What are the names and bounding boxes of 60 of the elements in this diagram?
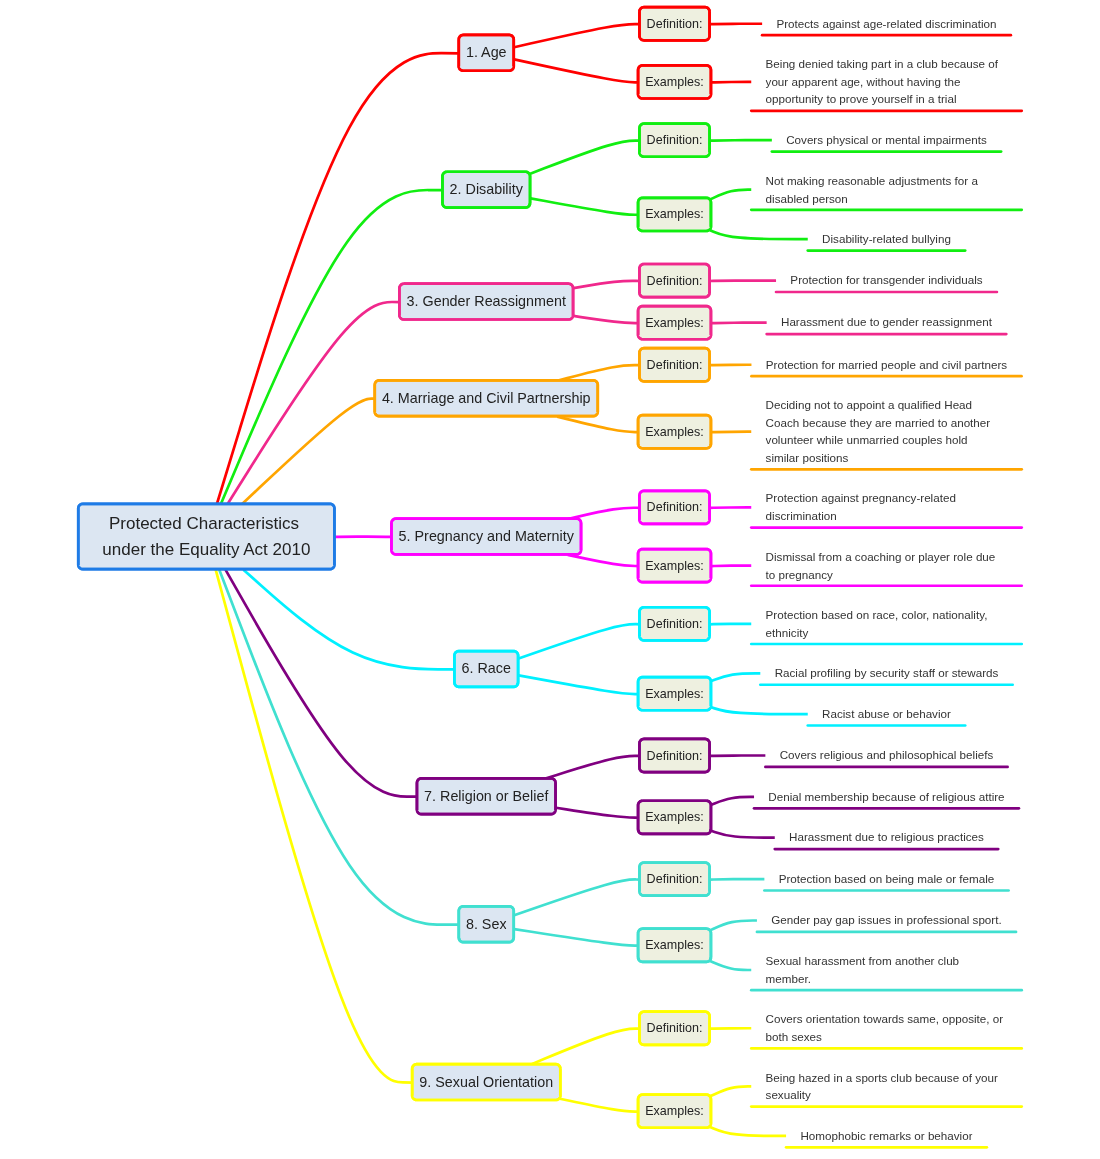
connector [513, 878, 640, 917]
connector [709, 138, 772, 142]
node-text: Gender pay gap issues in professional sport. [771, 913, 1002, 928]
connector [530, 197, 639, 217]
connector [711, 321, 767, 325]
node-text: Disability-related bullying [822, 232, 951, 246]
node-text: Protection for transgender individuals [790, 273, 983, 288]
node-text: Covers orientation towards same, opposite, or both sexes [765, 1012, 1004, 1044]
connector [709, 363, 752, 367]
connector [513, 58, 639, 84]
connector [709, 622, 752, 626]
connector [709, 1026, 752, 1031]
node-text: Not making reasonable adjustments for a disabled person [765, 173, 978, 205]
node-text: Dismissal from a coaching or player role due to pregnancy [765, 549, 996, 581]
connector [709, 506, 752, 510]
connector [559, 1097, 639, 1113]
connector [711, 80, 752, 84]
node-text: Being denied taking part in a club because of your apparent age, without having the opportunity to prove yourself in a trial [765, 57, 998, 106]
connector [573, 314, 639, 325]
connector [529, 139, 640, 176]
node-text: Sexual harassment from another club member. [765, 954, 960, 986]
connector [709, 877, 765, 881]
connector [709, 188, 752, 201]
node-text: Racial profiling by security staff or stewards [774, 666, 999, 680]
connector [518, 674, 639, 696]
connector [709, 228, 808, 241]
connector [710, 795, 755, 806]
connector [709, 1085, 752, 1098]
connector [709, 279, 777, 283]
node-text: Harassment due to gender reassignment [780, 315, 992, 330]
connector [573, 279, 640, 290]
connector [513, 927, 639, 948]
node-text: Covers physical or mental impairments [786, 133, 987, 147]
connector [710, 671, 761, 683]
connector [709, 754, 766, 758]
node-text: Racist abuse or behavior [822, 707, 951, 721]
node-text: Being hazed in a sports club because of your sexuality [765, 1070, 998, 1102]
connector [709, 1125, 787, 1138]
node-text: Protection based on being male or female [778, 872, 995, 886]
node-text: Protection based on race, color, nationality, ethnicity [765, 608, 988, 640]
node-text: Protection for married people and civil partners [765, 357, 1008, 372]
node-text: Deciding not to appoint a qualified Head Coach because they are married to another volunteer while unmarried couples hold similar positions [765, 398, 991, 465]
connector [711, 430, 752, 434]
connector [709, 959, 752, 972]
node-text: Protects against age-related discrimination [776, 16, 997, 31]
connector [555, 806, 639, 820]
connector [334, 535, 392, 539]
connector [710, 829, 775, 840]
connector [709, 22, 763, 26]
connector [513, 22, 640, 49]
connector [711, 564, 752, 568]
node-text: Covers religious and philosophical beliefs [779, 748, 994, 762]
connector [214, 569, 413, 1084]
connector [518, 622, 640, 660]
connector [709, 919, 757, 932]
connector [710, 705, 808, 716]
node-text: Denial membership because of religious attire [768, 789, 1005, 804]
node-text: Protection against pregnancy-related discrimination [765, 491, 956, 523]
node-text: Homophobic remarks or behavior [800, 1128, 973, 1143]
node-text: Harassment due to religious practices [789, 830, 984, 845]
